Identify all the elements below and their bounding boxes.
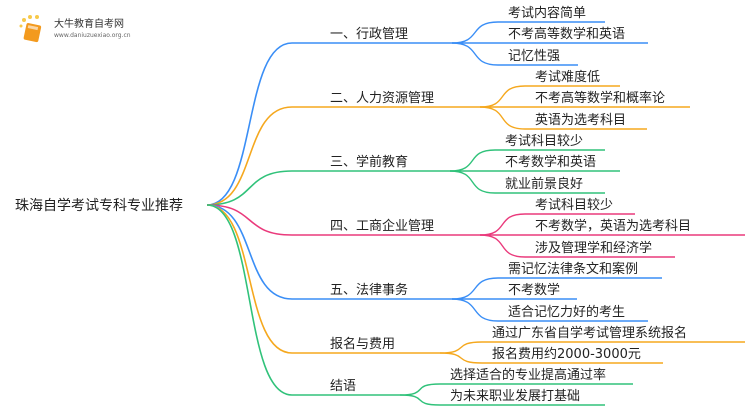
leaf-connector — [449, 149, 605, 172]
leaf-node[interactable]: 不考数学 — [508, 282, 560, 298]
leaf-connector — [451, 277, 662, 300]
branch-label[interactable]: 五、法律事务 — [330, 282, 408, 298]
leaf-connector — [451, 21, 605, 44]
leaf-node[interactable]: 需记忆法律条文和案例 — [508, 261, 638, 277]
leaf-node[interactable]: 英语为选考科目 — [535, 113, 626, 128]
leaf-node[interactable]: 通过广东省自学考试管理系统报名 — [492, 325, 687, 341]
leaf-connector — [449, 170, 605, 194]
branch-connector — [206, 170, 450, 206]
branch-connector — [206, 106, 480, 206]
leaf-node[interactable]: 不考数学和英语 — [505, 154, 596, 170]
leaf-connector — [399, 383, 633, 396]
leaf-node[interactable]: 不考高等数学和概率论 — [535, 90, 665, 106]
leaf-node[interactable]: 报名费用约2000-3000元 — [492, 346, 641, 362]
leaf-connector — [399, 394, 605, 406]
branch-connector — [206, 204, 440, 354]
branch-label[interactable]: 一、行政管理 — [330, 27, 408, 42]
leaf-node[interactable]: 考试科目较少 — [535, 198, 613, 213]
logo-title: 大牛教育自考网 — [54, 18, 124, 30]
leaf-node[interactable]: 记忆性强 — [508, 48, 560, 64]
leaf-node[interactable]: 考试科目较少 — [505, 134, 583, 149]
logo-url: www.daniuzuexiao.org.cn — [54, 31, 131, 39]
logo: 大牛教育自考网 www.daniuzuexiao.org.cn — [18, 14, 131, 44]
leaf-node[interactable]: 适合记忆力好的考生 — [508, 304, 625, 320]
leaf-connector — [439, 341, 745, 354]
leaf-node[interactable]: 选择适合的专业提高通过率 — [450, 367, 606, 383]
leaf-node[interactable]: 考试内容简单 — [508, 5, 586, 21]
branch-connector — [206, 42, 452, 206]
leaf-node[interactable]: 不考高等数学和英语 — [508, 26, 625, 42]
leaf-connector — [439, 352, 663, 364]
leaf-node[interactable]: 考试难度低 — [535, 69, 600, 85]
leaf-connector — [451, 298, 648, 322]
branch-label[interactable]: 三、学前教育 — [330, 154, 408, 170]
branch-connector — [206, 204, 400, 396]
branch-label[interactable]: 二、人力资源管理 — [330, 91, 434, 106]
leaf-node[interactable]: 为未来职业发展打基础 — [450, 388, 580, 404]
branch-connector — [206, 204, 480, 236]
root-node: 珠海自学考试专科专业推荐 — [15, 198, 183, 214]
leaf-node[interactable]: 涉及管理学和经济学 — [535, 240, 652, 256]
branch-label[interactable]: 结语 — [330, 379, 356, 394]
leaf-connector — [451, 42, 578, 66]
leaf-node[interactable]: 不考数学，英语为选考科目 — [535, 218, 691, 234]
branch-label[interactable]: 四、工商企业管理 — [330, 218, 434, 234]
branch-label[interactable]: 报名与费用 — [330, 336, 395, 352]
book-logo-icon — [19, 15, 42, 43]
leaf-connector — [479, 234, 675, 258]
leaf-connector — [479, 85, 620, 108]
branch-connector — [206, 204, 452, 300]
leaf-connector — [479, 213, 635, 236]
leaf-connector — [479, 106, 647, 130]
leaf-node[interactable]: 就业前景良好 — [505, 176, 583, 192]
